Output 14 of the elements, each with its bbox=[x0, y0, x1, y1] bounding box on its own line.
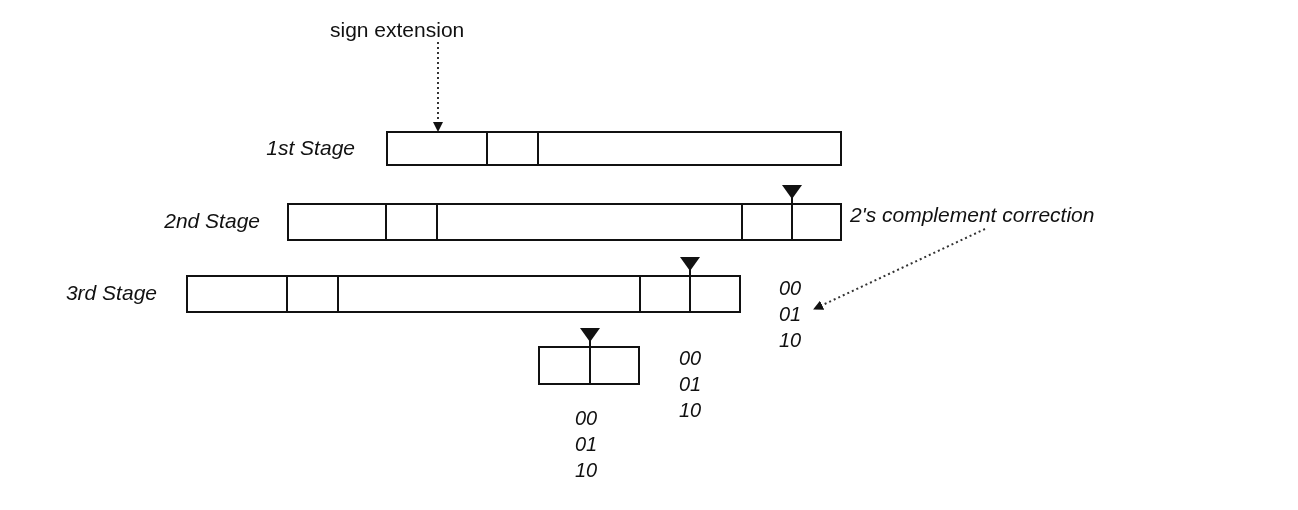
arrow bbox=[433, 41, 443, 132]
stage-label: 2nd Stage bbox=[164, 209, 260, 233]
annotation-text: sign extension bbox=[330, 18, 465, 42]
bit-values: 00 01 10 bbox=[573, 406, 599, 483]
bit-values: 00 01 10 bbox=[677, 346, 703, 423]
stage-label: 1st Stage bbox=[266, 135, 355, 160]
register-bar bbox=[186, 275, 741, 313]
arrow bbox=[813, 228, 986, 310]
annotation-text: 2's complement correction bbox=[850, 203, 1095, 227]
stage-label: 3rd Stage bbox=[65, 281, 157, 305]
register-bar bbox=[538, 346, 640, 385]
register-bar bbox=[287, 203, 842, 241]
register-bar bbox=[386, 131, 842, 166]
bit-values: 00 01 10 bbox=[770, 275, 810, 353]
